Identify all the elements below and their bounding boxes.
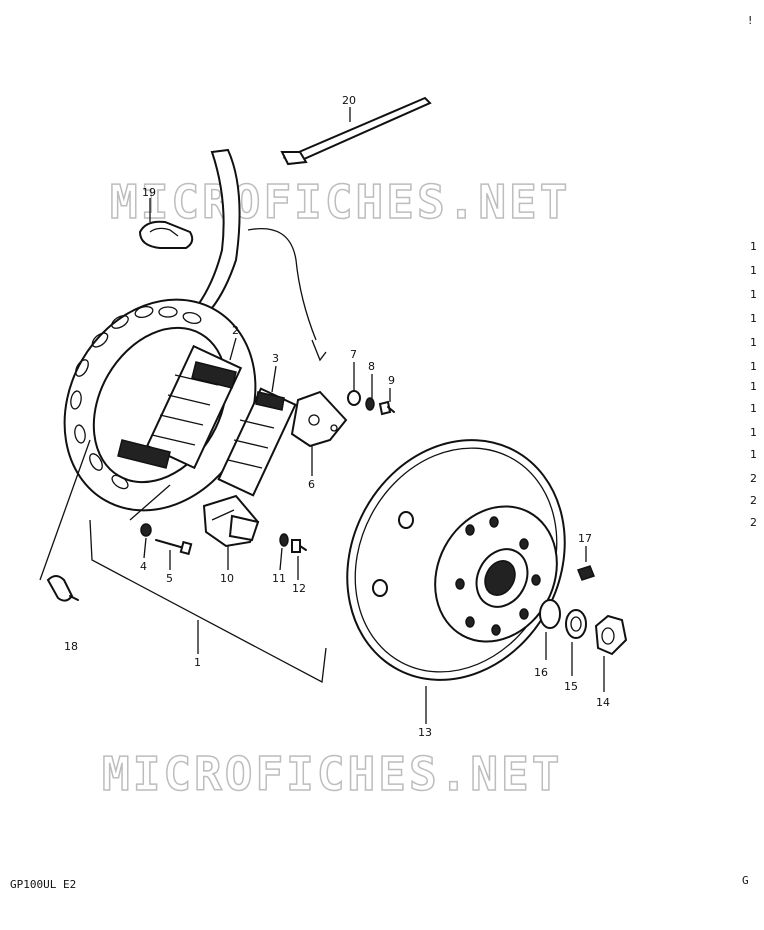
edge-mark-12: 2 (750, 494, 757, 507)
edge-mark-9: 1 (750, 426, 757, 439)
callout-13: 13 (418, 726, 432, 739)
footer-model: GP100UL E2 (10, 878, 76, 891)
footer-page-mark: G (742, 874, 749, 887)
watermark-top: MICROFICHES.NET (110, 175, 570, 229)
part-13-flywheel-rotor (346, 439, 566, 724)
callout-11: 11 (272, 572, 286, 585)
callout-3: 3 (272, 352, 279, 365)
edge-mark-6: 1 (750, 360, 757, 373)
edge-mark-10: 1 (750, 448, 757, 461)
part-18-screw (39, 439, 91, 602)
part-17-key (577, 546, 595, 581)
edge-mark-7: 1 (750, 380, 757, 393)
callout-9: 9 (388, 374, 395, 387)
callout-18: 18 (64, 640, 78, 653)
edge-mark-3: 1 (750, 288, 757, 301)
callout-10: 10 (220, 572, 234, 585)
part-5-screw (155, 539, 193, 556)
part-15-lock-washer (565, 609, 587, 676)
callout-20: 20 (342, 94, 356, 107)
watermark-bottom: MICROFICHES.NET (102, 747, 562, 801)
callout-1: 1 (194, 656, 201, 669)
part-4-washer (140, 523, 152, 537)
callout-12: 12 (292, 582, 306, 595)
leader-lines (143, 337, 391, 654)
callout-17: 17 (578, 532, 592, 545)
edge-mark-13: 2 (750, 516, 757, 529)
part-9-screw (378, 400, 395, 416)
part-10-lighting-coil (202, 494, 260, 548)
part-16-washer (539, 599, 561, 660)
callout-6: 6 (308, 478, 315, 491)
callout-19: 19 (142, 186, 156, 199)
callout-16: 16 (534, 666, 548, 679)
part-6-contact-breaker (290, 390, 348, 448)
edge-mark-8: 1 (750, 402, 757, 415)
callout-14: 14 (596, 696, 610, 709)
edge-mark-4: 1 (750, 312, 757, 325)
part-20-strap (280, 96, 432, 166)
edge-mark-11: 2 (750, 472, 757, 485)
part-1-stator-assembly (63, 148, 327, 684)
part-7-washer (347, 390, 361, 406)
part-12-screw (291, 539, 307, 553)
part-3-pulser-coil (217, 387, 297, 497)
callout-5: 5 (166, 572, 173, 585)
part-11-washer (279, 533, 289, 547)
exclaim-mark: ! (748, 14, 752, 27)
edge-mark-5: 1 (750, 336, 757, 349)
part-8-washer (365, 397, 375, 411)
callout-8: 8 (368, 360, 375, 373)
part-19-grommet (138, 198, 194, 249)
edge-mark-2: 1 (750, 264, 757, 277)
callout-15: 15 (564, 680, 578, 693)
callout-2: 2 (232, 324, 239, 337)
part-14-nut (594, 614, 628, 692)
callout-4: 4 (140, 560, 147, 573)
edge-mark-1: 1 (750, 240, 757, 253)
callout-7: 7 (350, 348, 357, 361)
